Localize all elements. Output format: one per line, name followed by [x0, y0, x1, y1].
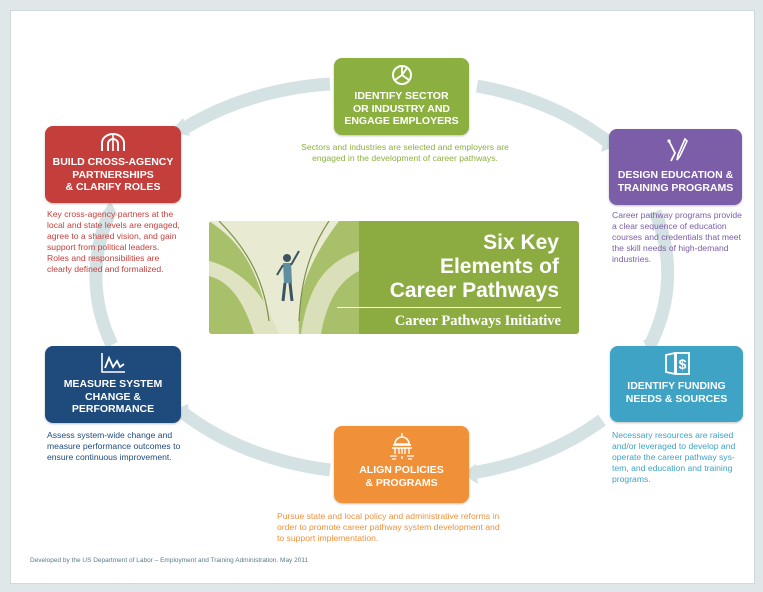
build-partnerships-description: Key cross-agency partners at the local a… [47, 209, 180, 274]
diagram-title: Six Key Elements of Career Pathways [389, 231, 559, 302]
diagram-subtitle: Career Pathways Initiative [394, 313, 561, 329]
arches-icon [101, 133, 125, 151]
central-title-panel: Six Key Elements of Career Pathways Care… [209, 221, 579, 334]
build-partnerships-title: BUILD CROSS-AGENCY PARTNERSHIPS & CLARIF… [52, 156, 174, 193]
svg-text:$: $ [678, 356, 686, 372]
design-education-description: Career pathway programs provide a clear … [612, 210, 742, 264]
identify-funding-title: IDENTIFY FUNDING NEEDS & SOURCES [625, 380, 728, 405]
align-policies-description: Pursue state and local policy and admini… [277, 511, 500, 543]
measure-system-description: Assess system-wide change and measure pe… [47, 430, 181, 462]
identify-funding-description: Necessary resources are raised and/or le… [612, 430, 736, 484]
tree-climber-illustration [209, 221, 359, 334]
dollar-door-icon: $ [664, 352, 690, 376]
compass-pen-icon [666, 137, 688, 162]
climber-figure [276, 250, 300, 302]
capitol-icon [389, 433, 414, 460]
title-rule [337, 307, 561, 308]
identify-sector-box[interactable]: IDENTIFY SECTOR OR INDUSTRY AND ENGAGE E… [334, 58, 469, 135]
design-education-title: DESIGN EDUCATION & TRAINING PROGRAMS [617, 169, 734, 194]
identify-sector-description: Sectors and industries are selected and … [301, 142, 509, 163]
measure-system-title: MEASURE SYSTEM CHANGE & PERFORMANCE [63, 378, 163, 415]
identify-sector-title: IDENTIFY SECTOR OR INDUSTRY AND ENGAGE E… [344, 90, 459, 127]
identify-funding-box[interactable]: $ IDENTIFY FUNDING NEEDS & SOURCES [610, 346, 743, 422]
design-education-box[interactable]: DESIGN EDUCATION & TRAINING PROGRAMS [609, 129, 742, 205]
measure-system-box[interactable]: MEASURE SYSTEM CHANGE & PERFORMANCE [45, 346, 181, 423]
pie-chart-icon [391, 65, 412, 85]
align-policies-box[interactable]: ALIGN POLICIES & PROGRAMS [334, 426, 469, 503]
build-partnerships-box[interactable]: BUILD CROSS-AGENCY PARTNERSHIPS & CLARIF… [45, 126, 181, 203]
footer-credit: Developed by the US Department of Labor … [30, 557, 309, 564]
line-graph-icon [101, 353, 125, 373]
align-policies-title: ALIGN POLICIES & PROGRAMS [359, 464, 444, 489]
